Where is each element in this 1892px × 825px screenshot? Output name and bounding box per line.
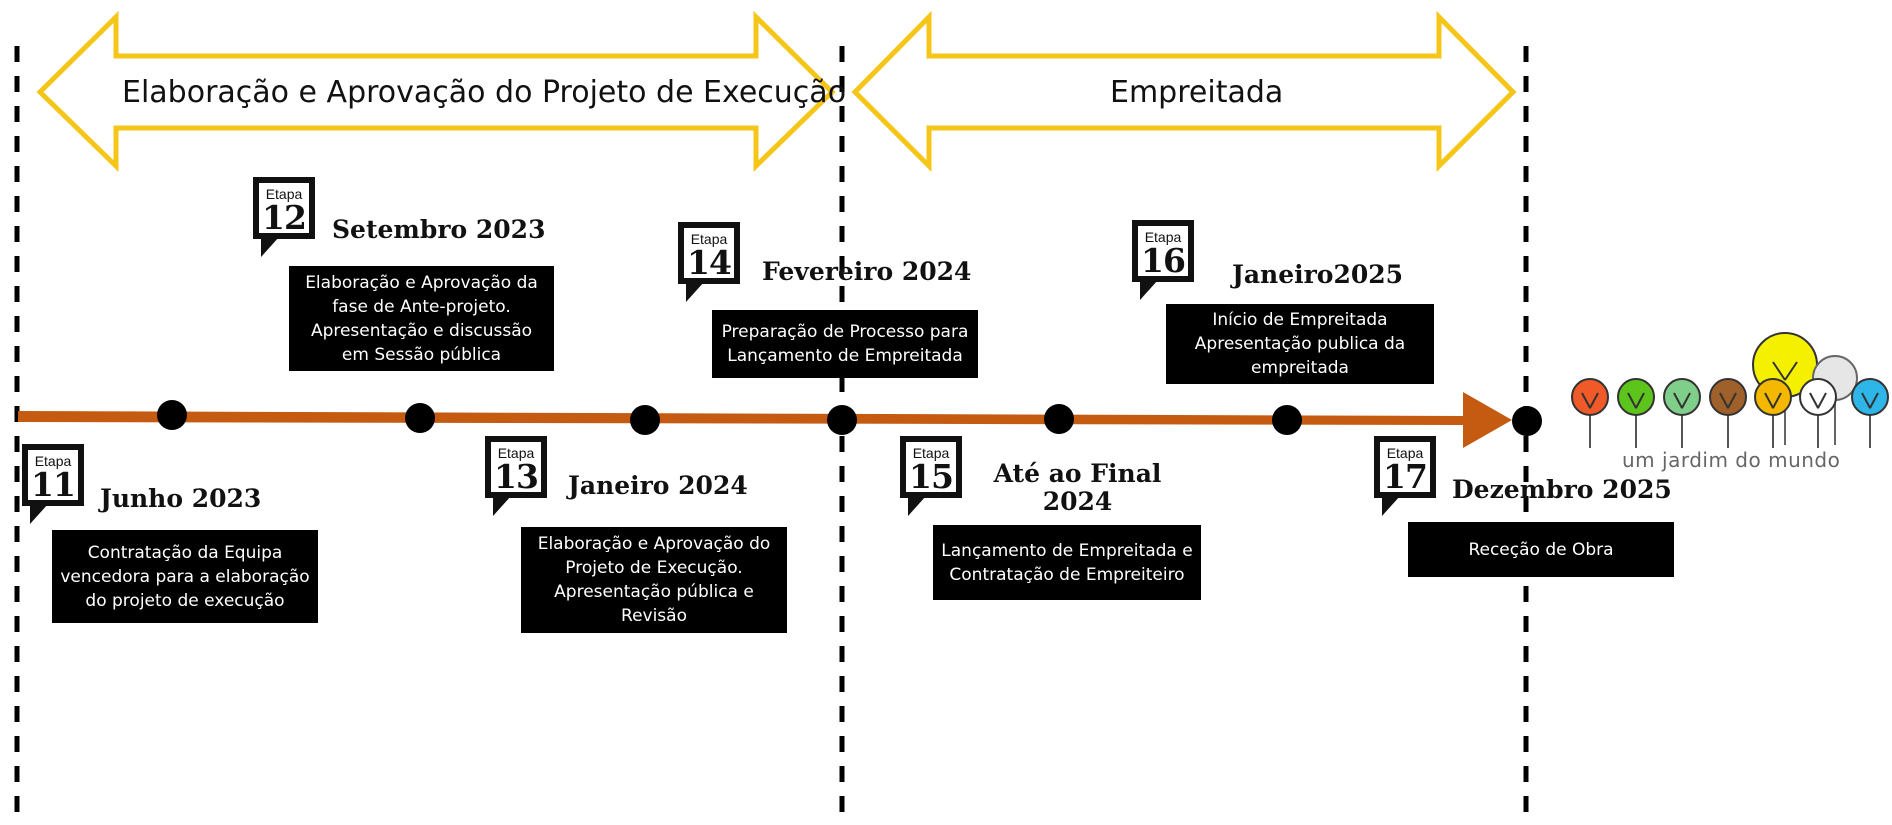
logo-trees-icon	[1571, 332, 1889, 448]
stage-description-13: Elaboração e Aprovação do Projeto de Exe…	[521, 527, 787, 633]
stage-number: 14	[687, 243, 732, 282]
milestone-dot	[827, 405, 857, 435]
stage-etapa-label: Etapa	[34, 453, 72, 469]
milestone-dot	[157, 400, 187, 430]
stage-description-14: Preparação de Processo para Lançamento d…	[712, 310, 978, 378]
stage-number: 12	[262, 198, 307, 237]
stage-etapa-label: Etapa	[1144, 229, 1182, 245]
stage-number: 11	[31, 465, 76, 504]
stage-etapa-label: Etapa	[1386, 445, 1424, 461]
stage-date-13: Janeiro 2024	[568, 471, 748, 500]
stage-description-12: Elaboração e Aprovação da fase de Ante-p…	[289, 266, 554, 371]
stage-date-15: Até ao Final 2024	[993, 459, 1162, 516]
stage-etapa-label: Etapa	[690, 231, 728, 247]
stage-date-14: Fevereiro 2024	[762, 257, 972, 286]
stage-date-12: Setembro 2023	[332, 215, 546, 244]
stage-date-11: Junho 2023	[100, 484, 262, 513]
stage-date-17: Dezembro 2025	[1452, 475, 1672, 504]
logo-text: um jardim do mundo	[1622, 448, 1841, 472]
milestone-dot	[1512, 406, 1542, 436]
stage-description-11: Contratação da Equipa vencedora para a e…	[52, 530, 318, 623]
phase-arrow-empreitada	[851, 10, 1517, 173]
milestone-dot	[1272, 405, 1302, 435]
stage-description-15: Lançamento de Empreitada e Contratação d…	[933, 525, 1201, 600]
phase-label-projeto: Elaboração e Aprovação do Projeto de Exe…	[122, 75, 847, 110]
stage-etapa-label: Etapa	[497, 445, 535, 461]
timeline-line	[18, 392, 1512, 448]
stage-number: 13	[494, 457, 539, 496]
stage-number: 15	[909, 457, 954, 496]
stage-date-16: Janeiro2025	[1232, 260, 1404, 289]
stage-number: 17	[1383, 457, 1428, 496]
stage-etapa-label: Etapa	[265, 186, 303, 202]
stage-description-16: Início de Empreitada Apresentação public…	[1166, 304, 1434, 384]
phase-arrow-projeto	[36, 11, 836, 172]
milestone-dot	[405, 403, 435, 433]
milestone-dot	[630, 405, 660, 435]
milestone-dot	[1044, 404, 1074, 434]
stage-number: 16	[1141, 241, 1186, 280]
stage-etapa-label: Etapa	[912, 445, 950, 461]
stage-description-17: Receção de Obra	[1408, 522, 1674, 577]
phase-label-empreitada: Empreitada	[1110, 75, 1284, 110]
